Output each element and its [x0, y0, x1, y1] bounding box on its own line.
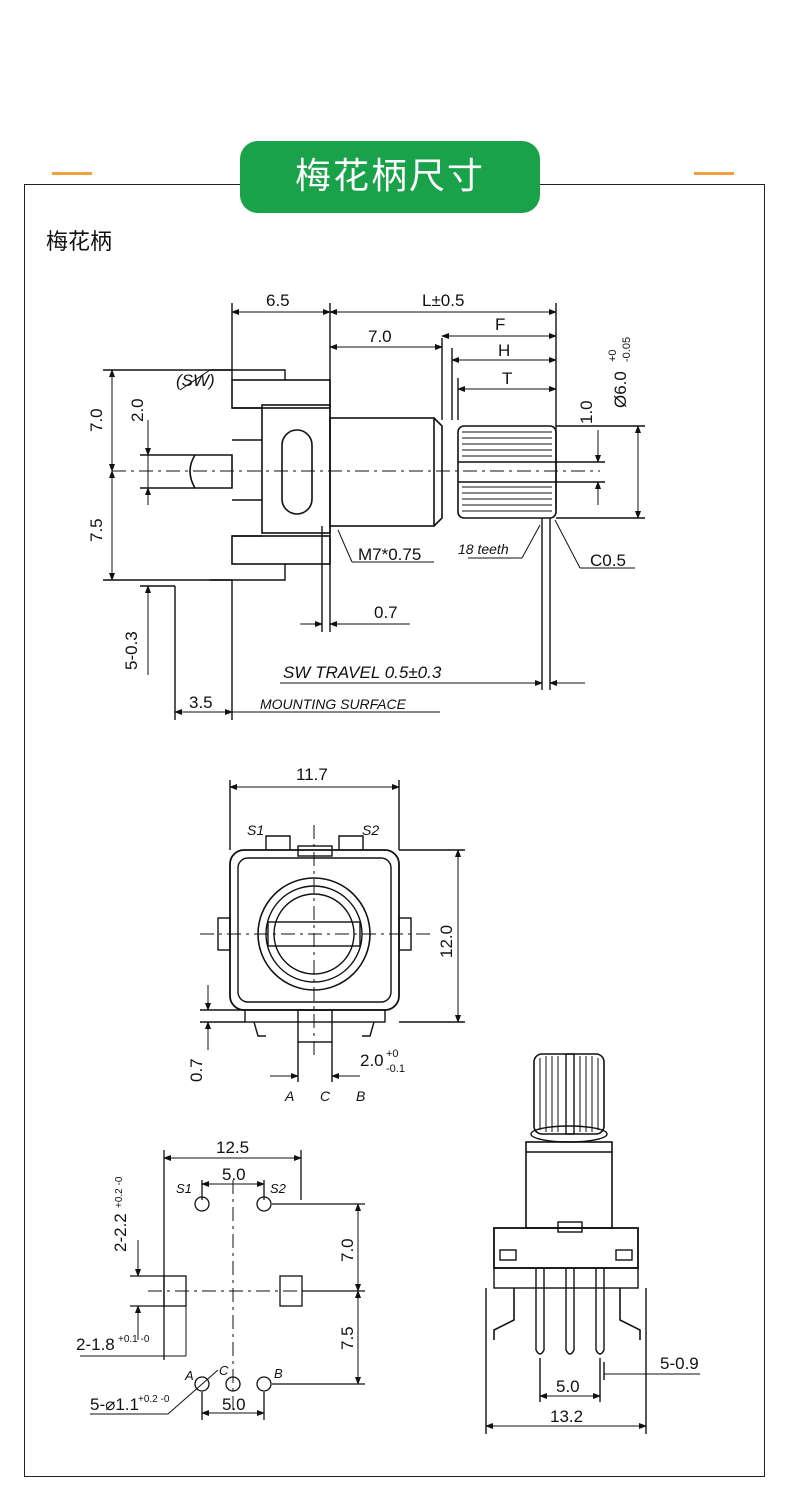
dim-12-0: 12.0 [437, 925, 456, 958]
label-front-a: A [284, 1088, 294, 1104]
dim-12-5: 12.5 [216, 1138, 249, 1157]
dim-L: L±0.5 [422, 291, 464, 310]
dim-iso-5-0-9: 5-0.9 [660, 1354, 699, 1373]
dim-2-2-2: 2-2.2 [111, 1213, 130, 1252]
label-front-c: C [320, 1088, 331, 1104]
label-front-b: B [356, 1088, 365, 1104]
dim-c0-5: C0.5 [590, 551, 626, 570]
dim-0-7: 0.7 [374, 603, 398, 622]
label-front-s2: S2 [362, 822, 379, 838]
dim-3-5: 3.5 [189, 693, 213, 712]
dim-diameter: Ø6.0 [611, 371, 630, 408]
dim-pcb-5-0-bottom: 5.0 [222, 1395, 246, 1414]
label-pcb-a: A [184, 1368, 194, 1383]
label-pcb-s2: S2 [270, 1181, 287, 1196]
dim-5-hole: 5-⌀1.1 [90, 1395, 139, 1414]
label-mounting-surface: MOUNTING SURFACE [260, 696, 407, 712]
dim-1-0: 1.0 [577, 400, 596, 424]
label-pcb-b: B [274, 1366, 283, 1381]
dim-18-teeth: 18 teeth [458, 541, 509, 557]
right-decor-line [694, 172, 734, 175]
dim-2-0: 2.0 [128, 398, 147, 422]
dim-front-2-0-tol-upper: +0 [386, 1048, 399, 1060]
dim-5-0-3: 5-0.3 [122, 631, 141, 670]
dim-front-2-0: 2.0 [360, 1051, 384, 1070]
pcb-layout [80, 1150, 365, 1420]
dim-T: T [502, 369, 512, 388]
label-sw: (SW) [176, 371, 215, 390]
dim-diameter-tol-upper: +0 [607, 349, 619, 362]
left-decor-line [52, 172, 92, 175]
dim-diameter-tol-lower: -0.05 [621, 337, 633, 362]
dim-F: F [495, 315, 505, 334]
dim-pcb-7-5: 7.5 [338, 1326, 357, 1350]
dim-front-0-7: 0.7 [187, 1058, 206, 1082]
dim-7-0-vertical: 7.0 [87, 408, 106, 432]
label-pcb-s1: S1 [176, 1181, 192, 1196]
page-title: 梅花柄尺寸 [240, 141, 540, 213]
dim-front-2-0-tol-lower: -0.1 [386, 1063, 405, 1075]
dim-sw-travel: SW TRAVEL 0.5±0.3 [283, 663, 442, 682]
dim-H: H [498, 341, 510, 360]
dim-7-0: 7.0 [368, 327, 392, 346]
dim-6-5: 6.5 [266, 291, 290, 310]
label-pcb-c: C [219, 1363, 229, 1378]
dim-2-1-8-tol: +0.1 -0 [118, 1334, 150, 1345]
dim-5-hole-tol: +0.2 -0 [138, 1394, 170, 1405]
dim-iso-13-2: 13.2 [550, 1407, 583, 1426]
front-view [200, 780, 465, 1082]
dim-m7-thread: M7*0.75 [358, 545, 421, 564]
dim-pcb-7-0: 7.0 [338, 1238, 357, 1262]
section-label: 梅花柄 [46, 230, 113, 255]
dim-7-5: 7.5 [87, 518, 106, 542]
dim-2-2-2-tol: +0.2 -0 [114, 1176, 125, 1208]
dim-iso-5-0: 5.0 [556, 1377, 580, 1396]
iso-view [485, 1053, 700, 1434]
dim-2-1-8: 2-1.8 [76, 1335, 115, 1354]
label-front-s1: S1 [247, 822, 264, 838]
side-view [103, 303, 645, 720]
dim-11-7: 11.7 [296, 765, 328, 784]
dim-pcb-5-0-top: 5.0 [222, 1165, 246, 1184]
